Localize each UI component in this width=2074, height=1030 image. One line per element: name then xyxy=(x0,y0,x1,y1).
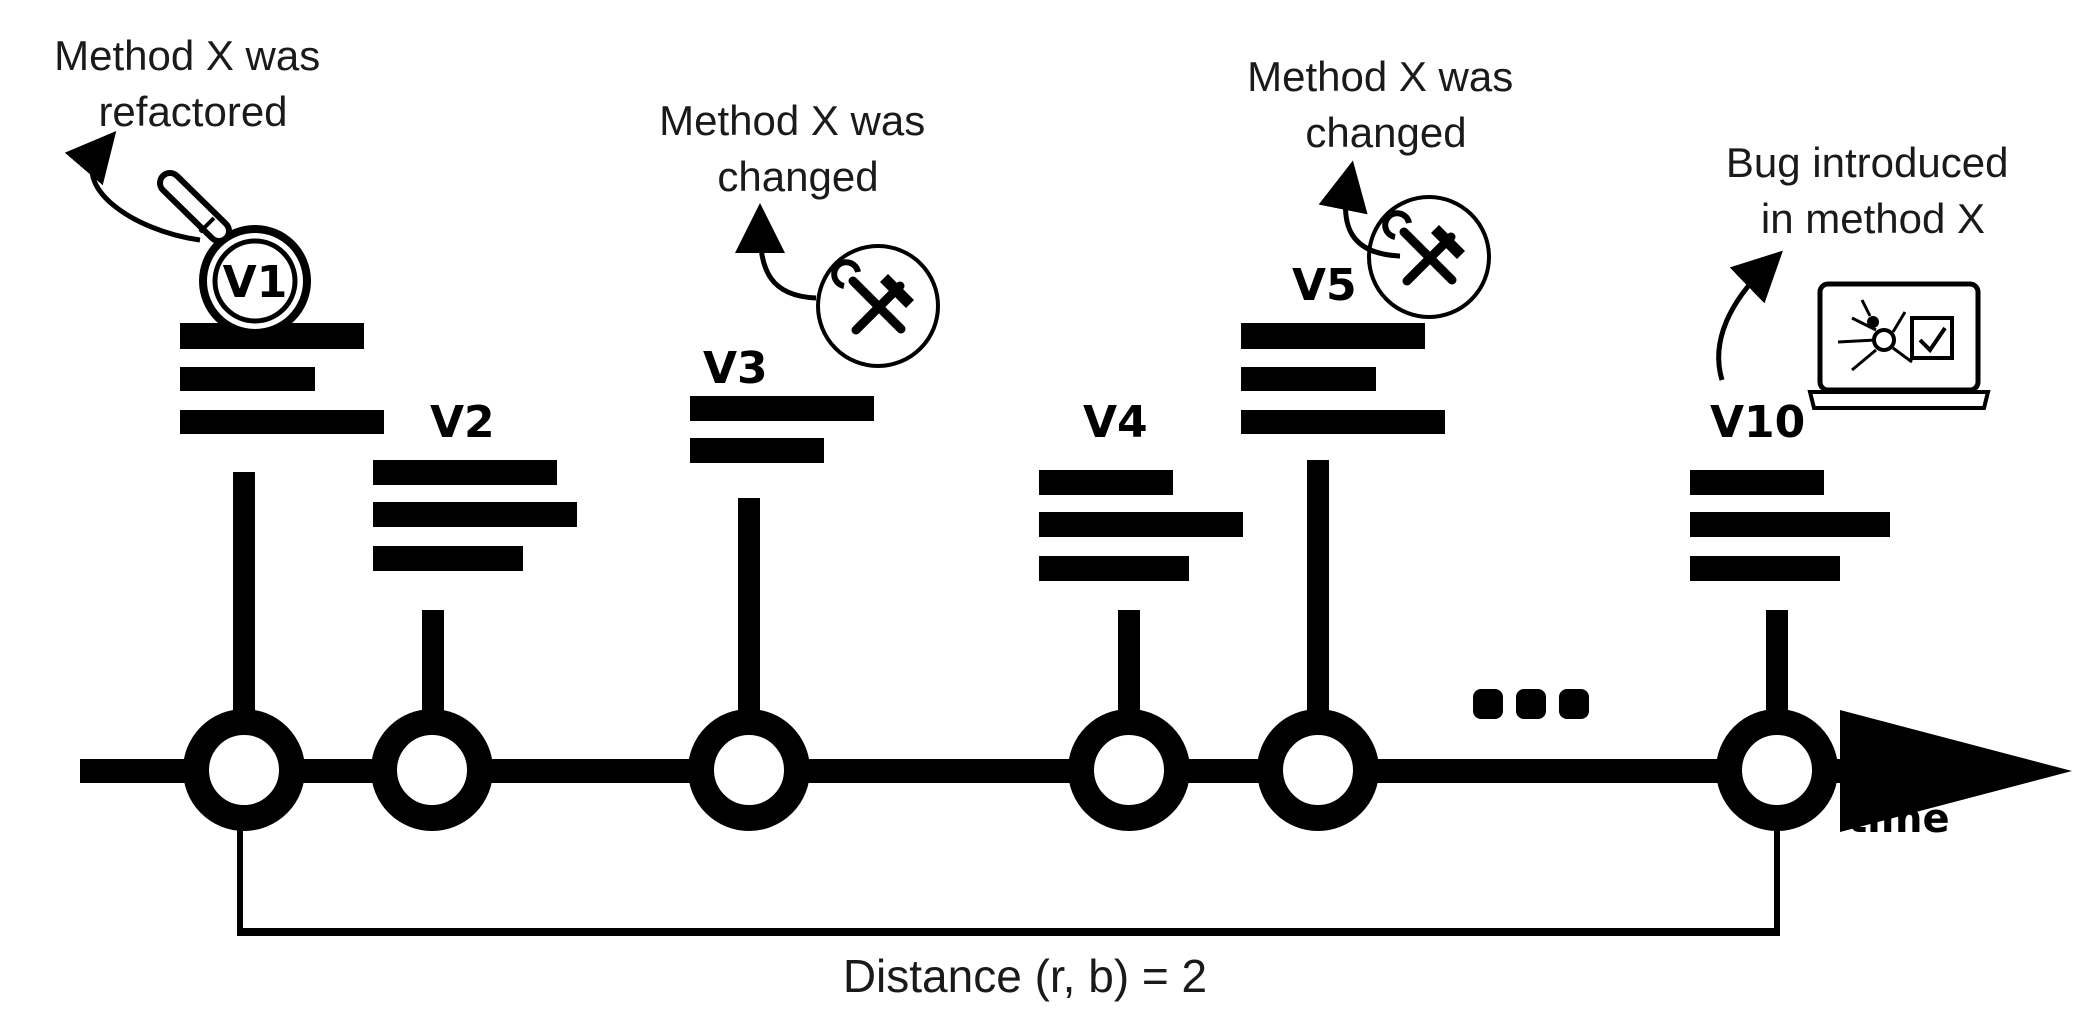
changed-arrow-v5 xyxy=(1318,160,1401,259)
version-node-v4: V4 xyxy=(1039,397,1243,831)
version-node-v3: V3 xyxy=(688,343,874,831)
magnifier-icon xyxy=(157,170,311,337)
version-label-v2: V2 xyxy=(430,397,495,448)
code-lines-v5 xyxy=(1241,323,1445,434)
tools-icon xyxy=(1367,195,1491,319)
version-label-v4: V4 xyxy=(1083,397,1148,448)
code-lines-v4 xyxy=(1039,470,1243,581)
refactored-arrow xyxy=(64,130,201,243)
version-label-v10: V10 xyxy=(1710,397,1805,448)
ellipsis xyxy=(1473,689,1589,719)
distance-label: Distance (r, b) = 2 xyxy=(843,950,1207,1002)
distance-bracket xyxy=(237,818,1780,936)
version-label-v3: V3 xyxy=(703,343,768,394)
tools-icon xyxy=(816,244,940,368)
code-lines-v3 xyxy=(690,396,874,463)
changed-arrow-v3 xyxy=(735,203,817,301)
laptop-bug-icon xyxy=(1807,281,1991,410)
version-label-v5: V5 xyxy=(1292,260,1357,311)
version-node-v2: V2 xyxy=(371,397,577,831)
version-label-v1: V1 xyxy=(223,257,288,308)
time-label: time xyxy=(1848,796,1950,842)
time-arrow-head xyxy=(1840,710,2072,832)
code-lines-v1 xyxy=(180,323,384,434)
version-node-v10: V10 xyxy=(1690,397,1890,831)
annotation-v5-changed: Method X was changed xyxy=(1247,53,1525,156)
version-node-v5: V5 xyxy=(1241,260,1445,831)
annotation-refactored: Method X was refactored xyxy=(54,32,332,135)
annotation-v3-changed: Method X was changed xyxy=(659,97,937,200)
annotation-bug: Bug introduced in method X xyxy=(1726,139,2020,242)
code-lines-v2 xyxy=(373,460,577,571)
code-lines-v10 xyxy=(1690,470,1890,581)
bug-arrow xyxy=(1716,250,1783,381)
version-node-v1 xyxy=(180,323,384,831)
